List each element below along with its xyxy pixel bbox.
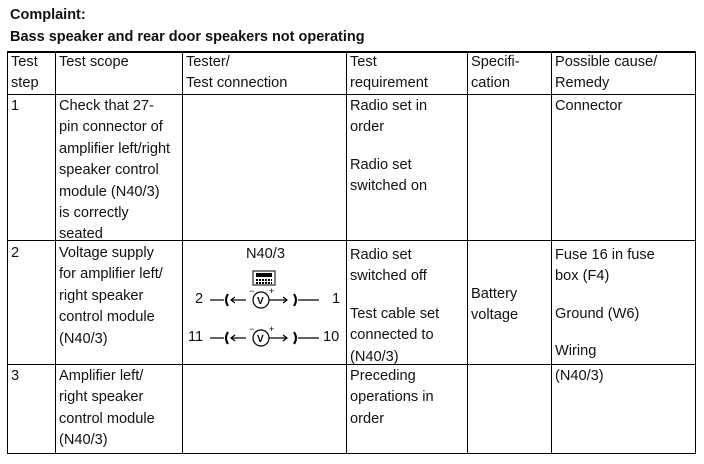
column-divider — [182, 51, 183, 454]
header-tester: Tester/Test connection — [186, 54, 288, 92]
minus-sign: − — [249, 286, 254, 296]
complaint-label: Complaint: — [10, 7, 86, 23]
table-border-top — [7, 51, 696, 53]
row-divider — [7, 364, 696, 365]
plus-sign: + — [269, 324, 274, 334]
test-connection-diagram: V − + V − + N40/3 2 1 11 10 — [188, 246, 345, 356]
pin-label: 11 — [188, 329, 204, 345]
voltmeter-symbol: V — [257, 296, 264, 307]
voltmeter-connection-2 — [210, 329, 319, 347]
row1-step: 1 — [11, 98, 20, 114]
row2-step: 2 — [11, 245, 20, 261]
pin-label: 10 — [323, 329, 340, 345]
column-divider — [346, 51, 347, 454]
pin-label: 1 — [332, 291, 341, 307]
voltmeter-connection-svg: V − + V − + — [210, 270, 319, 347]
row-divider — [7, 240, 696, 241]
module-label: N40/3 — [246, 246, 285, 262]
header-cause: Possible cause/Remedy — [555, 54, 658, 92]
header-specification: Specifi-cation — [471, 54, 520, 92]
voltmeter-connection-1 — [210, 291, 319, 309]
row-divider — [7, 94, 696, 95]
minus-sign: − — [249, 324, 254, 334]
column-divider — [55, 51, 56, 454]
column-divider — [467, 51, 468, 454]
row1-cause: Connector — [555, 98, 623, 114]
voltmeter-symbol: V — [257, 334, 264, 345]
row3-step: 3 — [11, 368, 20, 384]
table-border-right — [695, 51, 696, 454]
pin-label: 2 — [195, 291, 204, 307]
row3-cause: (N40/3) — [555, 368, 604, 384]
complaint-title: Bass speaker and rear door speakers not … — [10, 29, 365, 45]
multimeter-icon — [252, 270, 276, 286]
row3-scope: Amplifier left/right speaker control mod… — [59, 368, 155, 449]
table-border-bottom — [7, 453, 696, 454]
header-test-scope: Test scope — [59, 54, 129, 70]
plus-sign: + — [269, 286, 274, 296]
column-divider — [551, 51, 552, 454]
row1-scope: Check that 27-pin connector of amplifier… — [59, 98, 171, 243]
table-border-left — [7, 51, 8, 454]
